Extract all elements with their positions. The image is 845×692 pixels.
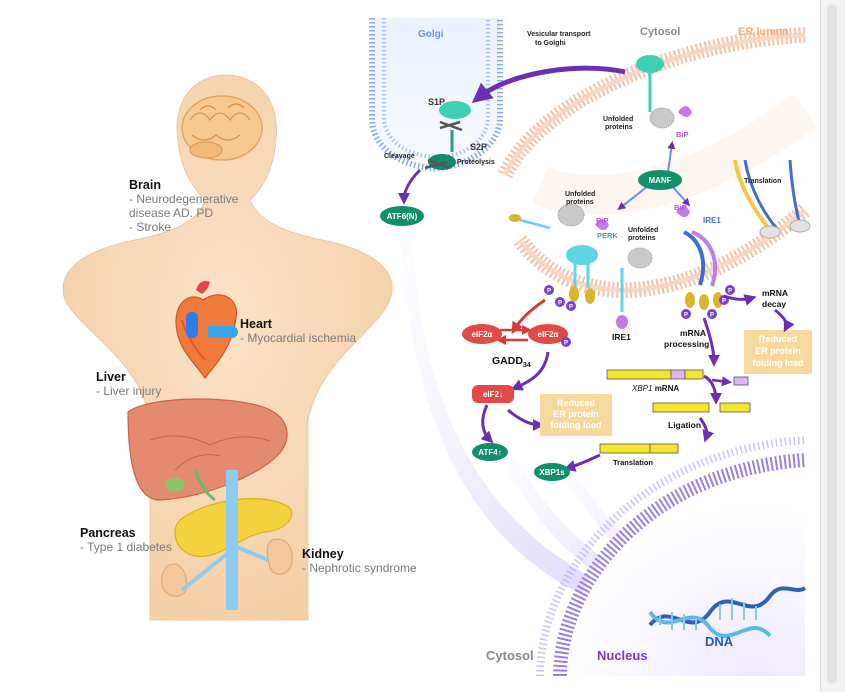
liver-title: Liver [96, 370, 126, 384]
er-lumen-label: ER lumen [738, 26, 789, 38]
unfolded-ire1-2: proteins [628, 235, 656, 242]
s1p-label: S1P [428, 97, 445, 107]
mrna-decay-1: mRNA [762, 288, 788, 298]
eif2a-left: eIF2α [472, 330, 493, 339]
kidney-icon [161, 470, 293, 610]
bip-ire1-label: BiP [674, 203, 687, 212]
golgi-apparatus: Golgi [369, 18, 503, 172]
unfolded-perk-2: proteins [566, 199, 594, 206]
reduced-left-3: folding load [551, 420, 602, 430]
reduced-right-3: folding load [753, 358, 804, 368]
atf6n-node: ATF6(N) [387, 212, 418, 221]
dna-icon: DNA [648, 586, 807, 649]
ire1-complex: Unfolded proteins BiP IRE1 IRE1 [612, 203, 723, 342]
xbp1-splicing: XBP1 mRNA Ligation Translation XBP1s [534, 369, 751, 481]
translation-top-label: Translation [744, 178, 781, 185]
phospho-perk: P P P [544, 285, 576, 311]
ire1-top-label: IRE1 [703, 216, 721, 225]
liver-line-1: - Liver injury [96, 384, 161, 398]
unfolded-perk-1: Unfolded [565, 191, 595, 198]
proteolysis-label: Proteolysis [457, 159, 495, 166]
atf4-node: ATF4↑ [478, 448, 501, 457]
brain-title: Brain [129, 178, 161, 192]
kidney-line-1: - Nephrotic syndrome [302, 561, 417, 575]
brain-label: Brain - Neurodegenerative disease AD. PD… [129, 178, 239, 234]
p-ire1-2: P [710, 313, 714, 319]
eif2-module: eIF2α eIF2α P GADD34 eIF2↓ ATF4↑ [462, 298, 571, 461]
reduced-left-2: ER protein [553, 409, 599, 419]
atf6-cleavage: S1P S2P Cleavage Proteolysis ATF6(N) [380, 97, 495, 226]
kidney-label: Kidney - Nephrotic syndrome [302, 547, 417, 575]
vertical-scrollbar[interactable] [820, 0, 845, 692]
reduced-left-1: Reduced [557, 398, 595, 408]
liver-label: Liver - Liver injury [96, 370, 161, 398]
unfolded-top-1: Unfolded [603, 116, 633, 123]
pancreas-title: Pancreas [80, 526, 136, 540]
xbp1s-node: XBP1s [539, 468, 565, 477]
manf-label: MANF [648, 176, 671, 185]
mrna-decay-2: decay [762, 299, 786, 309]
ire1-bottom-label: IRE1 [612, 332, 631, 342]
p-ire1-4: P [728, 289, 732, 295]
mrna-processing-2: processing [664, 339, 709, 349]
golgi-label: Golgi [418, 29, 444, 40]
reduced-right-1: Reduced [759, 334, 797, 344]
eif2-down-node: eIF2↓ [483, 390, 503, 399]
heart-label: Heart - Myocardial ischemia [240, 317, 356, 345]
p-perk-3: P [569, 305, 573, 311]
pancreas-label: Pancreas - Type 1 diabetes [80, 526, 172, 554]
p-ire1-1: P [684, 313, 688, 319]
unfolded-proteins-top: Unfolded proteins BiP [603, 106, 692, 139]
p-perk-2: P [558, 301, 562, 307]
nucleus-envelope [536, 436, 806, 677]
vesicular-transport: Vesicular transport to Golghi [471, 31, 664, 112]
pancreas-line-1: - Type 1 diabetes [80, 540, 172, 554]
p-eif2a: P [564, 341, 568, 347]
brain-line-1: - Neurodegenerative [129, 192, 239, 206]
heart-line-1: - Myocardial ischemia [240, 331, 356, 345]
ire1-outputs: mRNA decay mRNA processing [664, 288, 795, 367]
translation-bottom-label: Translation [613, 458, 653, 467]
vesicular-line-2: to Golghi [535, 40, 566, 47]
p-ire1-3: P [722, 299, 726, 305]
scrollbar-thumb[interactable] [827, 4, 837, 684]
reduced-right-2: ER protein [755, 346, 801, 356]
cleavage-label: Cleavage [384, 153, 415, 160]
s2p-label: S2P [470, 142, 487, 152]
bip-top-label: BiP [676, 130, 689, 139]
perk-label: PERK [597, 231, 618, 240]
eif2a-right: eIF2α [538, 330, 559, 339]
gadd-label: GADD34 [492, 355, 531, 369]
unfolded-ire1-1: Unfolded [628, 227, 658, 234]
brain-icon [181, 95, 263, 161]
kidney-title: Kidney [302, 547, 344, 561]
cytosol-bottom-label: Cytosol [486, 648, 534, 663]
nucleus-label: Nucleus [597, 648, 648, 663]
reduced-box-left: Reduced ER protein folding load [540, 394, 612, 436]
vesicular-line-1: Vesicular transport [527, 31, 591, 38]
unfolded-top-2: proteins [605, 124, 633, 131]
brain-line-3: - Stroke [129, 220, 171, 234]
xbp1-mrna-label: XBP1 mRNA [631, 384, 679, 393]
pathway-illustration: Brain - Neurodegenerative disease AD. PD… [62, 18, 818, 677]
perk-complex: Unfolded proteins BiP PERK [509, 191, 618, 304]
cytosol-top-label: Cytosol [640, 26, 680, 38]
heart-icon [175, 281, 238, 380]
human-body-silhouette [62, 74, 393, 621]
ligation-label: Ligation [668, 420, 701, 430]
heart-title: Heart [240, 317, 273, 331]
liver-icon [127, 398, 288, 502]
brain-line-2: disease AD. PD [129, 206, 213, 220]
dna-label: DNA [705, 634, 734, 649]
translation-ribosome: Translation [733, 159, 811, 239]
manf-node: MANF [617, 140, 691, 210]
mrna-processing-1: mRNA [680, 328, 706, 338]
p-perk-1: P [547, 289, 551, 295]
reduced-box-right: Reduced ER protein folding load [744, 330, 812, 374]
bip-perk-label: BiP [596, 216, 609, 225]
